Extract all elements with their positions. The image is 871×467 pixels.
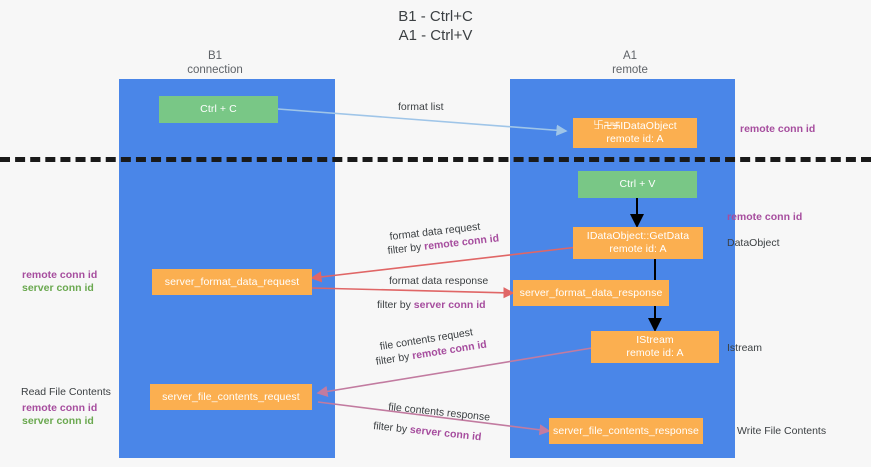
page-title: B1 - Ctrl+C A1 - Ctrl+V xyxy=(0,7,871,45)
right-label-istream: Istream xyxy=(727,342,763,354)
node-server-file-contents-request-label: server_file_contents_request xyxy=(162,390,300,403)
node-server-file-contents-response-label: server_file_contents_response xyxy=(553,424,699,437)
edge-format-data-response xyxy=(311,287,515,299)
filter-prefix: filter by xyxy=(372,420,411,436)
edge-label-format-list: format list xyxy=(398,101,444,113)
lane-header-b1: B1 connection xyxy=(140,49,290,77)
node-istream-line1: IStream xyxy=(636,334,674,346)
left-legend-remote-conn-id-2: remote conn id xyxy=(22,402,98,414)
section-divider xyxy=(0,157,871,162)
edge-file-contents-response xyxy=(317,401,551,436)
right-label-remote-conn-id-mid: remote conn id xyxy=(727,211,803,223)
filter-key-server-conn-id: server conn id xyxy=(413,299,486,311)
node-server-format-data-request[interactable]: server_format_data_request xyxy=(152,269,312,295)
right-label-write-file-contents: Write File Contents xyxy=(737,425,827,437)
left-legend-remote-conn-id: remote conn id xyxy=(22,269,98,281)
node-istream-line2: remote id: A xyxy=(626,347,684,359)
node-ctrl-v-label: Ctrl + V xyxy=(619,178,656,190)
left-legend-server-conn-id-2: server conn id xyxy=(22,415,94,427)
node-idataobject-line2: remote id: A xyxy=(606,133,664,145)
node-server-format-data-request-label: server_format_data_request xyxy=(164,275,300,288)
left-label-read-file-contents: Read File Contents xyxy=(21,386,111,398)
right-label-remote-conn-id-top: remote conn id xyxy=(740,123,816,135)
node-idataobject-getdata[interactable]: IDataObject::GetData remote id: A xyxy=(573,227,703,259)
node-server-format-data-response[interactable]: server_format_data_response xyxy=(513,280,669,306)
node-ctrl-v[interactable]: Ctrl + V xyxy=(578,171,697,198)
edge-file-contents-request xyxy=(316,347,593,397)
filter-prefix: filter by xyxy=(377,299,414,311)
node-istream[interactable]: IStream remote id: A xyxy=(591,331,719,363)
node-server-file-contents-response[interactable]: server_file_contents_response xyxy=(549,418,703,444)
title-line-2: A1 - Ctrl+V xyxy=(398,27,473,44)
node-getdata-line2: remote id: A xyxy=(609,243,667,255)
node-idataobject[interactable]: ࿕࿖࿗IDataObject remote id: A xyxy=(573,118,697,148)
left-legend-server-conn-id: server conn id xyxy=(22,282,94,294)
right-label-dataobject: DataObject xyxy=(727,237,780,249)
lane-header-a1: A1 remote xyxy=(540,49,720,77)
edge-label-format-data-response: format data response xyxy=(389,275,489,287)
edge-format-list xyxy=(277,108,568,136)
node-server-format-data-response-label: server_format_data_response xyxy=(519,286,663,299)
lane-header-a1-name: A1 xyxy=(622,50,638,62)
lane-header-b1-name: B1 xyxy=(207,50,223,62)
node-server-file-contents-request[interactable]: server_file_contents_request xyxy=(150,384,312,410)
node-getdata-line1: IDataObject::GetData xyxy=(586,230,690,242)
title-line-1: B1 - Ctrl+C xyxy=(398,8,473,25)
node-ctrl-c-label: Ctrl + C xyxy=(200,103,237,115)
edge-label-format-data-response-filter: filter by server conn id xyxy=(377,299,486,312)
node-idataobject-line1: ࿕࿖࿗IDataObject xyxy=(593,120,677,132)
lane-header-a1-role: remote xyxy=(612,64,648,76)
node-ctrl-c[interactable]: Ctrl + C xyxy=(159,96,278,123)
edge-format-data-request xyxy=(310,246,579,283)
lane-header-b1-role: connection xyxy=(187,64,243,76)
